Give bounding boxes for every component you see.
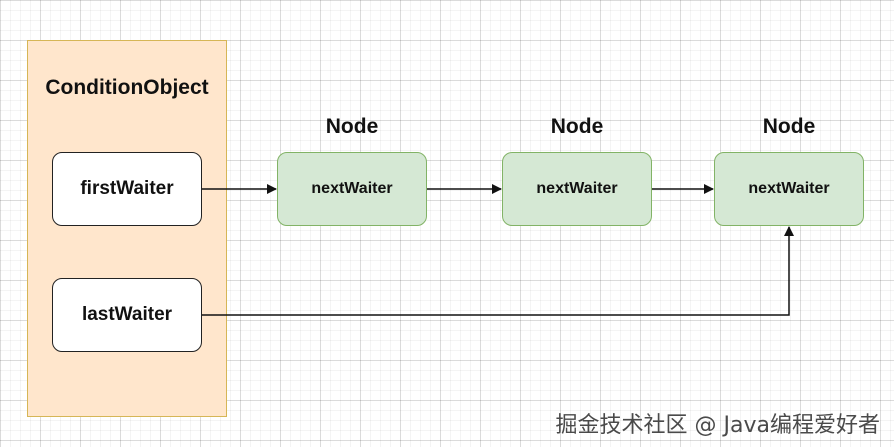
- node-1-title: Node: [325, 115, 379, 138]
- edge-last-waiter-to-node-3: [202, 226, 794, 316]
- node-2-title: Node: [550, 115, 604, 138]
- condition-object-container: [27, 40, 227, 417]
- last-waiter-box: lastWaiter: [52, 278, 202, 352]
- node-1: nextWaiter: [277, 152, 427, 226]
- watermark-text: 掘金技术社区 @ Java编程爱好者: [555, 413, 880, 438]
- node-3: nextWaiter: [714, 152, 864, 226]
- node-2: nextWaiter: [502, 152, 652, 226]
- condition-object-title: ConditionObject: [45, 76, 209, 99]
- node-3-title: Node: [762, 115, 816, 138]
- first-waiter-box: firstWaiter: [52, 152, 202, 226]
